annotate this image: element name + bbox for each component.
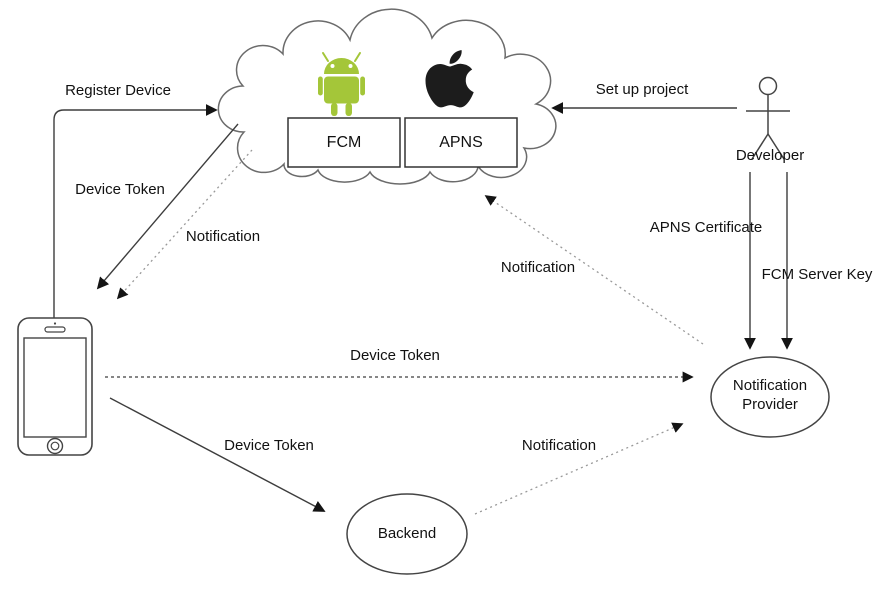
edge-notification-backend-to-provider bbox=[474, 422, 684, 515]
edge-device-token-phone-to-backend bbox=[109, 397, 326, 512]
apns-label: APNS bbox=[439, 134, 483, 151]
edge-label-device-token-backend: Device Token bbox=[224, 437, 314, 454]
notification-provider-label: Notification Provider bbox=[733, 377, 807, 415]
edge-label-set-up-project: Set up project bbox=[595, 81, 689, 98]
developer-label: Developer bbox=[735, 147, 805, 164]
edge-label-notification-cloud-phone: Notification bbox=[185, 228, 261, 245]
edge-label-notification-provider-cloud: Notification bbox=[500, 259, 576, 276]
fcm-box bbox=[287, 117, 401, 168]
edge-label-fcm-server-key: FCM Server Key bbox=[761, 266, 873, 283]
edge-label-device-token-cloud-phone: Device Token bbox=[75, 181, 165, 198]
fcm-label: FCM bbox=[326, 134, 362, 151]
apns-box bbox=[404, 117, 518, 168]
notification-provider-ellipse bbox=[710, 356, 830, 438]
edge-register-device bbox=[53, 104, 218, 318]
apple-logo-icon bbox=[425, 50, 474, 108]
backend-label: Backend bbox=[377, 525, 437, 542]
notification-provider-label-line2: Provider bbox=[742, 395, 798, 413]
smartphone-icon bbox=[17, 317, 93, 456]
backend-ellipse bbox=[346, 493, 468, 575]
edge-notification-cloud-to-phone bbox=[116, 149, 253, 300]
edge-label-notification-backend-provider: Notification bbox=[521, 437, 597, 454]
stick-figure-icon bbox=[746, 76, 790, 160]
notification-provider-label-line1: Notification bbox=[732, 377, 808, 394]
edge-device-token-cloud-to-phone bbox=[96, 123, 239, 290]
edge-label-device-token-horizontal: Device Token bbox=[350, 347, 440, 364]
edge-label-apns-certificate: APNS Certificate bbox=[649, 219, 763, 236]
edge-label-register-device: Register Device bbox=[65, 82, 171, 99]
android-robot-icon bbox=[318, 52, 365, 116]
